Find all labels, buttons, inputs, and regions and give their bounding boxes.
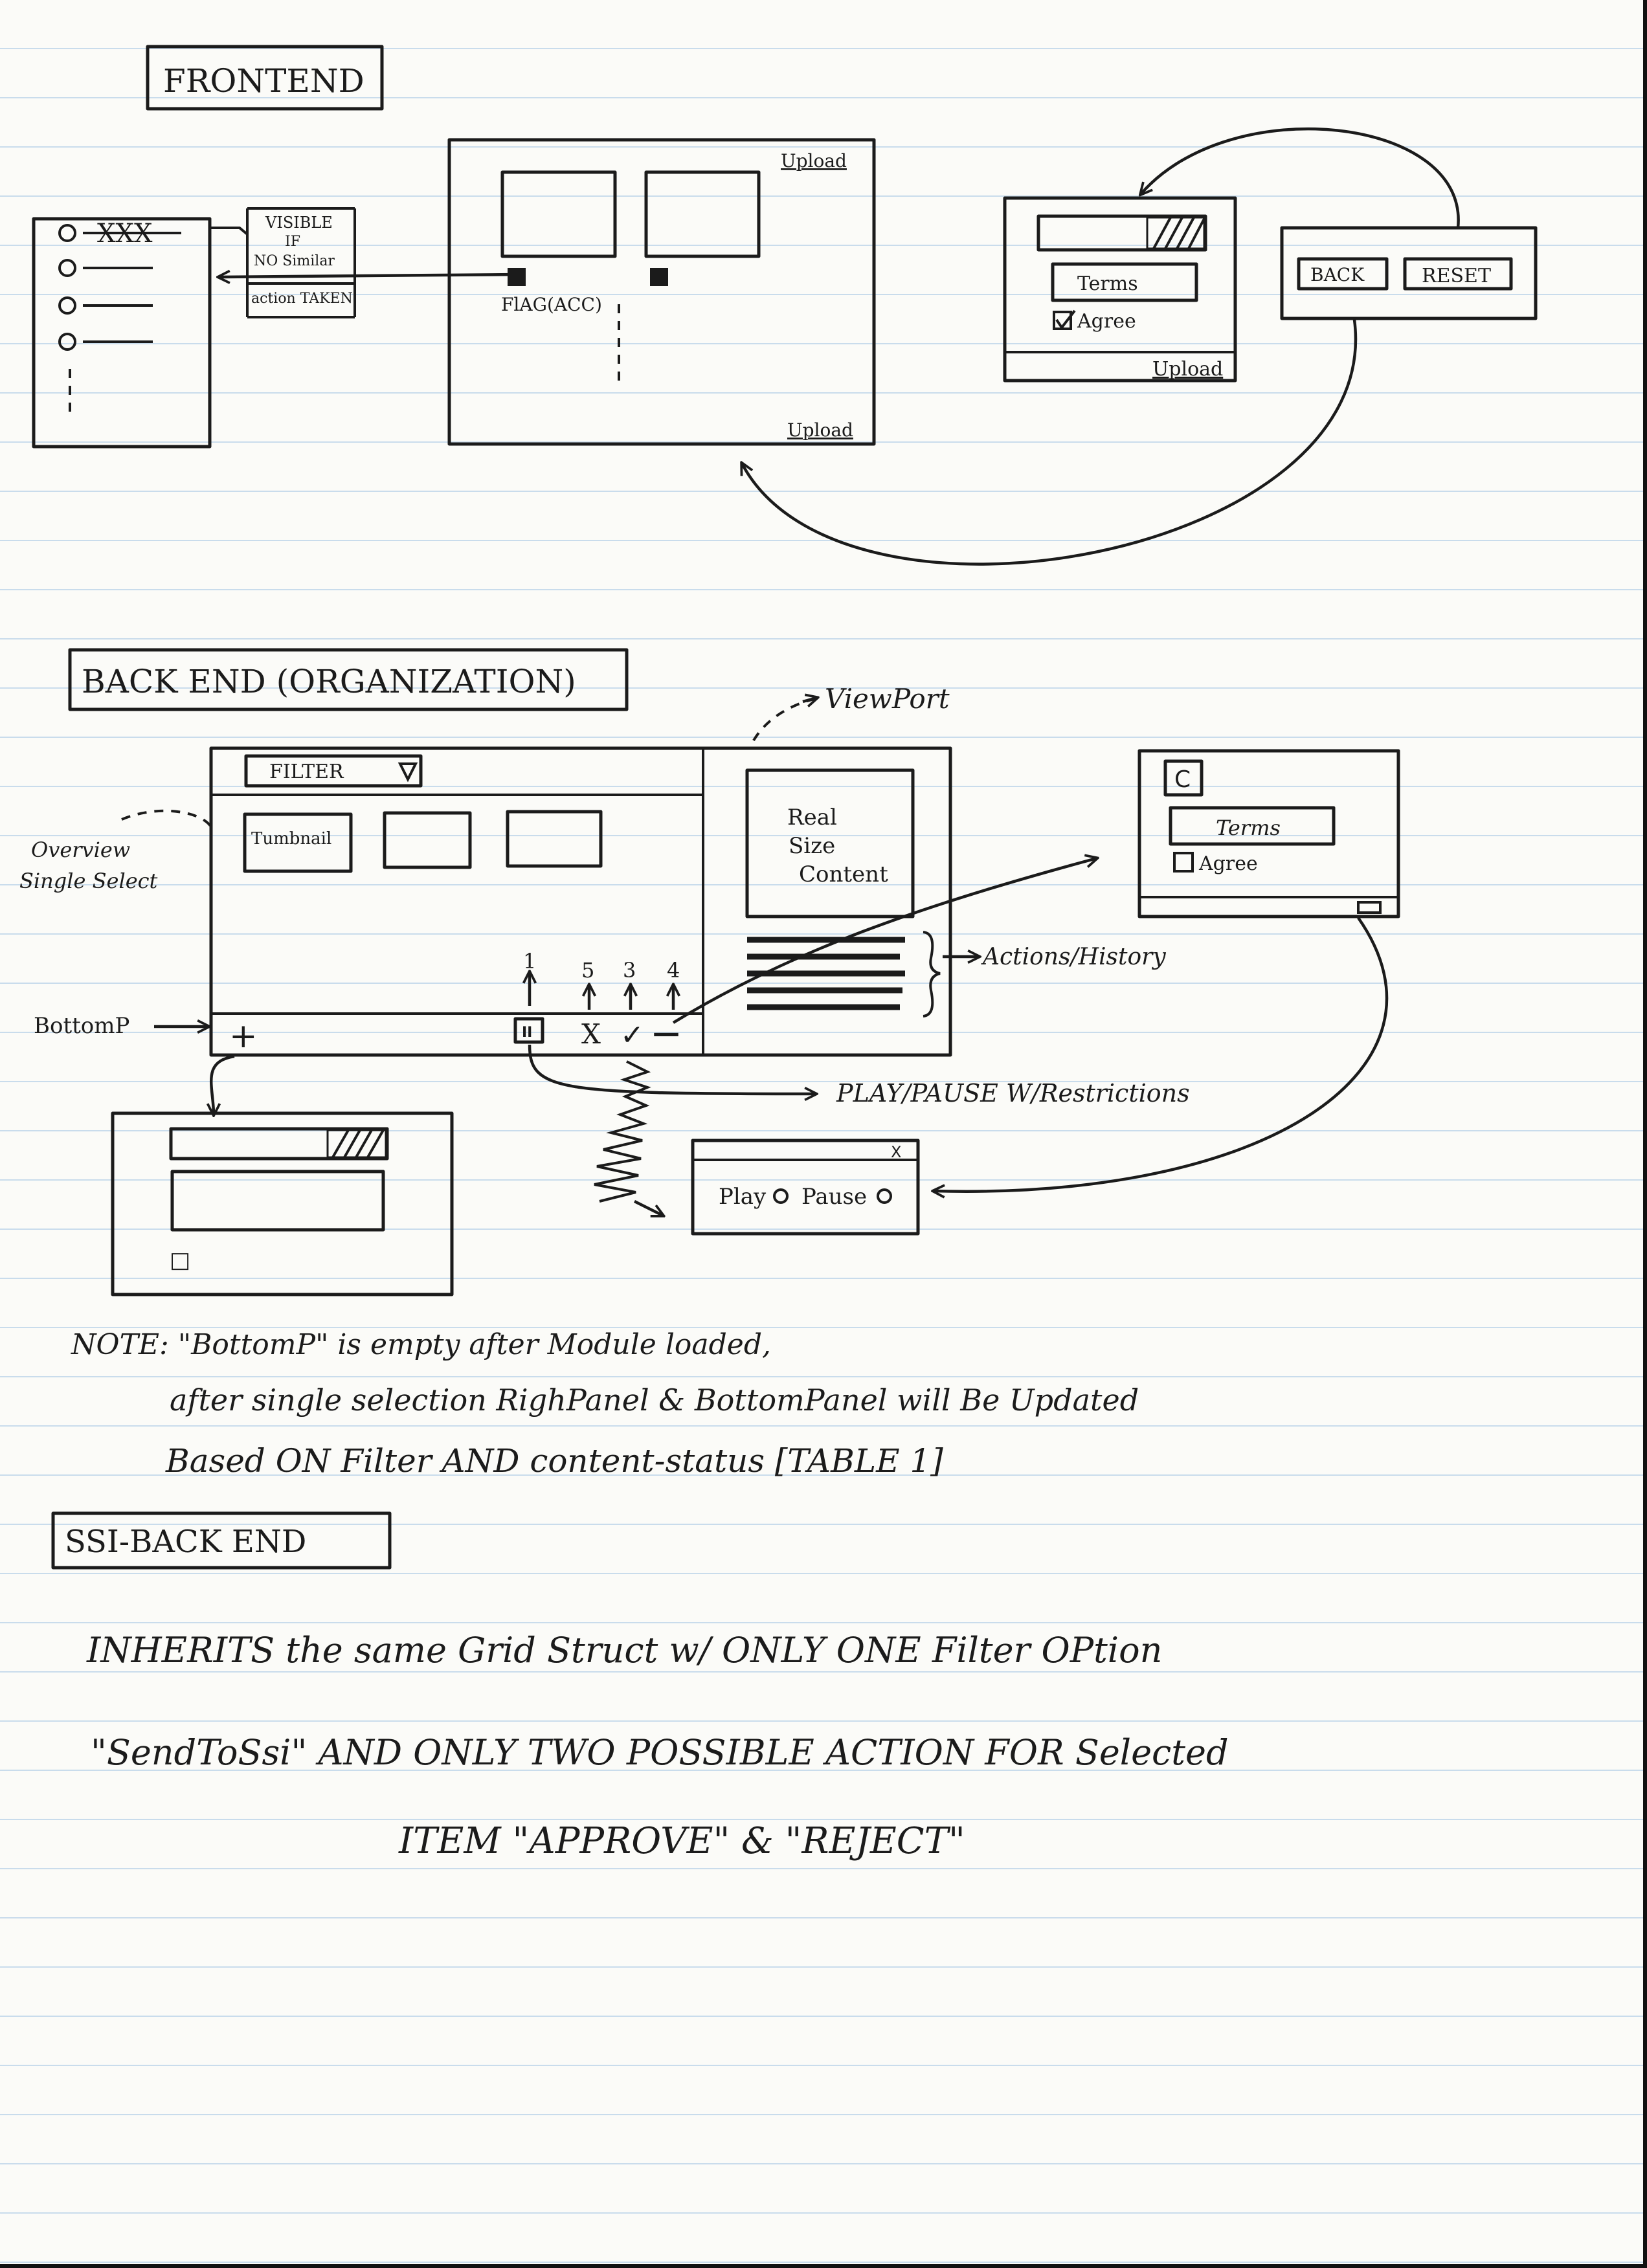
svg-text:NO Similar: NO Similar xyxy=(254,253,335,269)
chevron-down-icon[interactable] xyxy=(398,762,418,783)
svg-text:Content: Content xyxy=(799,862,888,887)
svg-text:PLAY/PAUSE W/Restrictions: PLAY/PAUSE W/Restrictions xyxy=(836,1079,1190,1107)
reject-button[interactable]: X xyxy=(581,1018,601,1050)
reset-button[interactable] xyxy=(1403,257,1513,291)
svg-text:Size: Size xyxy=(789,833,835,859)
svg-text:3: 3 xyxy=(623,958,636,983)
svg-text:FILTER: FILTER xyxy=(269,761,344,783)
close-icon[interactable]: X xyxy=(891,1143,901,1161)
ssi-line-3: ITEM "APPROVE" & "REJECT" xyxy=(399,1820,965,1862)
svg-text:action TAKEN: action TAKEN xyxy=(251,291,353,307)
play-pause-dialog: X Play Pause xyxy=(691,1139,920,1236)
backend-heading-box xyxy=(68,648,629,711)
svg-text:Actions/History: Actions/History xyxy=(981,944,1166,970)
approve-button[interactable]: ✓ xyxy=(620,1019,644,1052)
thumbnail-box[interactable] xyxy=(506,810,603,868)
svg-text:4: 4 xyxy=(667,958,680,983)
visibility-callout: VISIBLE IF NO Similar action TAKEN xyxy=(211,207,356,318)
terms-box xyxy=(1169,806,1336,846)
note-line-1: NOTE: "BottomP" is empty after Module lo… xyxy=(71,1328,771,1361)
ssi-heading-box xyxy=(51,1511,392,1570)
history-list xyxy=(747,937,905,1010)
c-box xyxy=(1163,759,1204,797)
back-reset-panel: BACK RESET xyxy=(1280,226,1538,320)
thumbnail-selected[interactable] xyxy=(243,812,353,873)
svg-text:Terms: Terms xyxy=(1077,272,1138,295)
svg-text:1: 1 xyxy=(523,949,536,973)
frontend-heading: FRONTEND xyxy=(163,62,364,100)
list-radio-icon xyxy=(58,333,76,351)
upload-link-top[interactable]: Upload xyxy=(781,150,847,172)
frontend-upload-dialog: Terms Agree Upload xyxy=(1003,196,1237,383)
svg-text:II: II xyxy=(522,1025,532,1041)
agree-checkbox[interactable] xyxy=(1053,311,1072,330)
frontend-heading-box xyxy=(146,45,384,111)
plus-button[interactable]: + xyxy=(229,1017,258,1056)
frontend-section: FRONTEND XXX VISIBLE IF NO Similar xyxy=(32,45,1538,566)
file-input[interactable] xyxy=(1036,214,1207,252)
agree-checkbox[interactable] xyxy=(1173,852,1194,873)
svg-text:VISIBLE: VISIBLE xyxy=(265,214,333,232)
file-input[interactable] xyxy=(169,1127,389,1161)
backend-heading: BACK END (ORGANIZATION) xyxy=(82,663,576,700)
svg-text:Agree: Agree xyxy=(1077,310,1136,333)
ssi-line-2: "SendToSsi" AND ONLY TWO POSSIBLE ACTION… xyxy=(91,1732,1229,1773)
back-button[interactable] xyxy=(1297,257,1389,291)
flag-icon xyxy=(650,268,668,286)
small-checkbox[interactable]: □ xyxy=(170,1247,190,1273)
list-radio-icon xyxy=(58,296,76,315)
reset-to-dialog-arrow xyxy=(1141,127,1460,228)
pause-button[interactable] xyxy=(513,1017,544,1044)
dialog-upload-link[interactable]: Upload xyxy=(1152,358,1223,381)
thumbnail-box[interactable] xyxy=(383,811,472,869)
backend-section: BACK END (ORGANIZATION) ViewPort FILTER … xyxy=(19,648,1400,1296)
approve-terms-dialog: C Terms Agree xyxy=(1137,749,1400,918)
note-line-3: Based ON Filter AND content-status [TABL… xyxy=(166,1442,943,1480)
thumbnail-box xyxy=(644,170,761,258)
svg-text:IF: IF xyxy=(285,234,300,250)
pause-radio-icon[interactable] xyxy=(877,1188,892,1204)
back-to-panel-arrow xyxy=(742,319,1358,566)
svg-text:BACK: BACK xyxy=(1310,264,1365,285)
pause-radio[interactable]: Pause xyxy=(801,1184,867,1210)
svg-text:Terms: Terms xyxy=(1216,816,1281,840)
ssi-section: SSI-BACK END xyxy=(51,1511,392,1570)
svg-text:Real: Real xyxy=(787,805,837,830)
thumbnail-box xyxy=(500,170,617,258)
upload-link-bottom[interactable]: Upload xyxy=(787,419,853,441)
list-item-crossed: XXX xyxy=(97,219,153,249)
svg-text:Overview: Overview xyxy=(31,838,130,862)
ssi-line-1: INHERITS the same Grid Struct w/ ONLY ON… xyxy=(87,1630,1163,1671)
svg-text:Agree: Agree xyxy=(1198,852,1258,875)
svg-text:FlAG(ACC): FlAG(ACC) xyxy=(501,294,602,315)
filter-dropdown[interactable] xyxy=(244,754,423,788)
frontend-list-panel: XXX xyxy=(32,217,212,449)
scribble xyxy=(594,1060,651,1203)
ssi-heading: SSI-BACK END xyxy=(65,1524,306,1560)
backend-grid-panel: FILTER Tumbnail Real Size Content Action… xyxy=(209,746,1166,1057)
svg-text:Single Select: Single Select xyxy=(19,869,158,893)
list-radio-icon xyxy=(58,259,76,277)
svg-text:5: 5 xyxy=(581,958,594,983)
svg-text:Tumbnail: Tumbnail xyxy=(251,829,331,849)
frontend-upload-panel: FlAG(ACC) Upload Upload xyxy=(447,138,876,446)
terms-box xyxy=(1051,262,1198,302)
add-content-dialog: □ xyxy=(111,1111,454,1296)
confirm-mini-button[interactable] xyxy=(1357,901,1382,914)
real-size-content xyxy=(745,768,915,918)
flag-to-list-arrow xyxy=(219,274,519,277)
list-radio-icon xyxy=(58,224,76,242)
note-line-2: after single selection RighPanel & Botto… xyxy=(170,1383,1139,1418)
svg-text:BottomP: BottomP xyxy=(34,1013,129,1039)
svg-text:C: C xyxy=(1174,766,1191,793)
play-radio-icon[interactable] xyxy=(773,1188,789,1204)
flag-icon xyxy=(508,268,526,286)
text-area[interactable] xyxy=(170,1170,385,1232)
play-radio[interactable]: Play xyxy=(719,1184,767,1210)
svg-text:ViewPort: ViewPort xyxy=(825,683,950,715)
svg-text:RESET: RESET xyxy=(1422,265,1491,287)
